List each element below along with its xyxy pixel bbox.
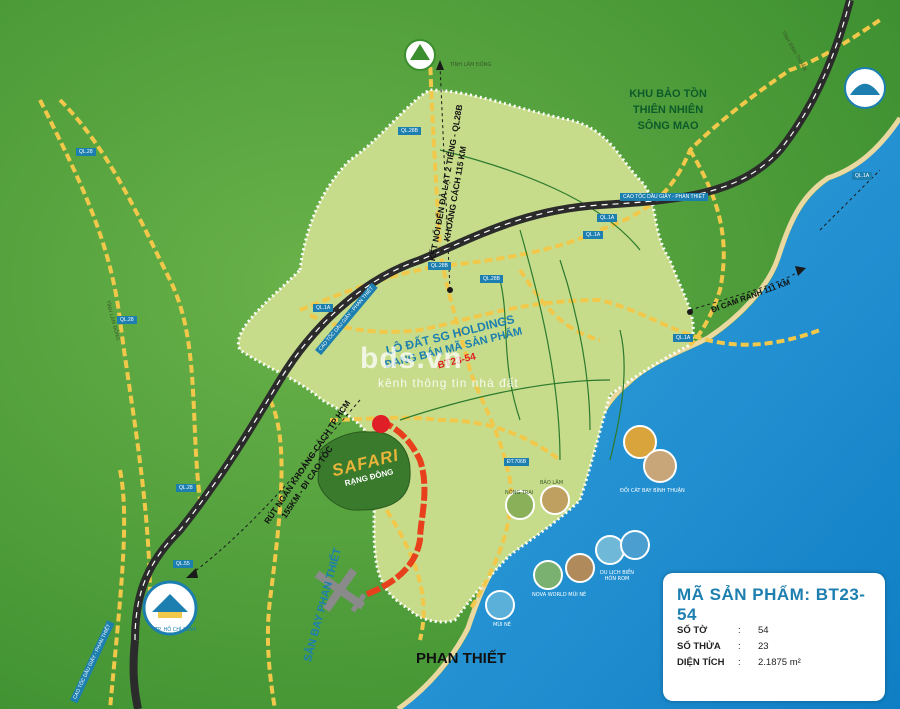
card-colon: : <box>738 641 741 652</box>
road-badge: QL.28B <box>480 275 503 283</box>
watermark-subtitle: kênh thông tin nhà đất <box>378 376 519 390</box>
road-badge: QL.1A <box>852 172 873 180</box>
expressway-road <box>129 0 854 709</box>
card-row-label: DIỆN TÍCH <box>677 657 725 668</box>
road-badge: QL.28 <box>117 316 137 324</box>
arrow-right-icon <box>795 266 806 276</box>
road-badge: QL.28B <box>398 127 421 135</box>
novaworld-label: NOVA WORLD MŨI NÉ <box>532 592 587 598</box>
airport-icon <box>314 568 367 613</box>
mui-ne-label: MŨI NÉ <box>493 622 511 628</box>
card-row-value: 54 <box>758 625 769 636</box>
road-badge: QL.28 <box>176 484 196 492</box>
card-colon: : <box>738 657 741 668</box>
safari-area <box>317 431 411 511</box>
resort-right-label: BẢO LÂM <box>540 480 564 486</box>
card-row-value: 2.1875 m² <box>758 657 801 668</box>
tourism-thumbnails <box>485 425 677 620</box>
road-badge: QL.55 <box>173 560 193 568</box>
airport-route <box>363 417 428 598</box>
doi-cat-label: ĐỒI CÁT BAY BÌNH THUẬN <box>620 488 685 494</box>
direction-arrows <box>189 64 881 576</box>
local-roads <box>399 149 641 461</box>
card-row-value: 23 <box>758 641 769 652</box>
road-badge: QL.1A <box>597 214 618 222</box>
watermark: bds.vn <box>360 342 463 375</box>
resort-left-label: NÔNG TRẠI <box>505 490 534 496</box>
phan-thiet-label: PHAN THIẾT <box>416 650 506 667</box>
card-row-label: SỐ TỜ <box>677 625 708 636</box>
location-dot-icon <box>372 415 390 433</box>
card-row-label: SỐ THỬA <box>677 641 721 652</box>
reserve-label: KHU BẢO TỒN THIÊN NHIÊN SÔNG MAO <box>629 88 707 132</box>
lam-dong-badge <box>404 39 436 71</box>
product-card-title: MÃ SẢN PHẨM: BT23-54 <box>677 585 866 624</box>
road-badge: QL.1A <box>313 304 334 312</box>
road-badge: QL.1A <box>583 231 604 239</box>
junction-dot <box>447 287 453 293</box>
arrow-up-icon <box>436 60 444 70</box>
road-badge: ĐT.706B <box>504 458 530 466</box>
binh-thuan-badge <box>844 67 886 109</box>
junction-dot <box>687 309 693 315</box>
card-colon: : <box>738 625 741 636</box>
road-badge: QL.1A <box>673 334 694 342</box>
road-badge: QL.28 <box>76 148 96 156</box>
du-lich-label: DU LỊCH BIỂN HÒN ROM <box>600 570 635 582</box>
hcm-badge-label: TP. HỒ CHÍ MINH <box>155 627 197 633</box>
arrow-left-icon <box>186 568 198 578</box>
hcm-badge <box>142 580 198 636</box>
label-tinh-lam-dong: TỈNH LÂM ĐỒNG <box>450 62 492 68</box>
product-card: MÃ SẢN PHẨM: BT23-54 SỐ TỜ : 54 SỐ THỬA … <box>663 573 885 701</box>
ocean-area <box>400 120 900 709</box>
road-badge: QL.28B <box>428 262 451 270</box>
expressway-label-east: CAO TỐC DẦU GIÂY - PHAN THIẾT <box>620 193 708 201</box>
